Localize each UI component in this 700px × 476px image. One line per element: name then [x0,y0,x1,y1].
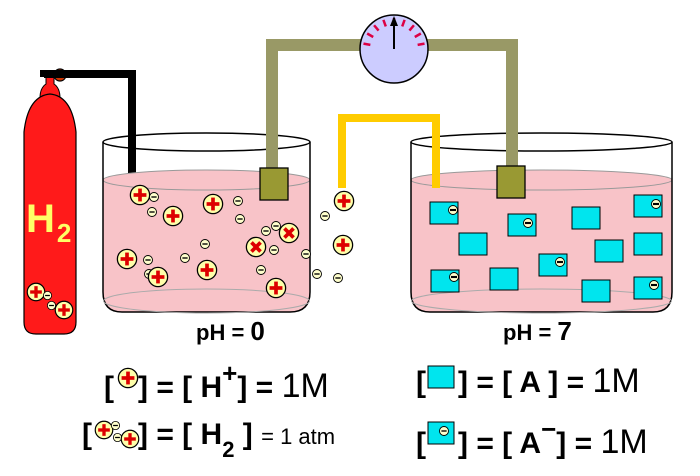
meter-tick [417,42,425,47]
gas-pipe [40,70,136,178]
electron [256,265,266,275]
h-plus-ion [202,193,224,215]
right-beaker [410,132,673,314]
meter-tick [408,24,415,32]
electron [312,269,322,279]
right-electrode [496,165,526,199]
h-plus-ion [265,277,287,299]
eq-h-plus: [] = [ H+] = 1M [104,358,329,405]
right-ph-label: pH = 7 [503,316,572,346]
left-electrode [259,167,289,201]
electron [143,255,153,265]
h-plus-ion [196,259,218,281]
legend-a-icon [427,365,455,389]
salt-bridge [338,114,440,188]
electron [301,249,311,259]
electron [180,253,190,263]
a-ion [458,232,488,256]
a-ion [594,239,624,263]
meter-tick [414,32,422,39]
eq-h2: [] = [ H2 ] = 1 atm [82,418,336,462]
legend-a-minus-icon [427,421,455,445]
right-particles [429,194,663,303]
eq-a-minus: [] = [ A−] = 1M [416,414,648,461]
wire-right [426,39,518,168]
voltmeter [359,14,429,84]
a-ion [571,206,601,230]
electron [233,196,243,206]
h-plus-ion-reacting [278,222,300,244]
cylinder-label: H2 [26,197,71,248]
h-plus-ion [162,205,184,227]
a-ion [633,232,663,256]
meter-tick [401,19,406,27]
a-ion [489,267,519,291]
h-plus-ion-reacting [245,236,267,258]
electron [261,226,271,236]
h-plus-ion [332,234,354,256]
electron [147,207,157,217]
electron [320,211,330,221]
electron [200,239,210,249]
meter-tick [366,32,374,39]
wire-left [266,39,362,170]
h-plus-ion [333,190,355,212]
meter-tick [382,19,387,27]
h-plus-ion [147,266,169,288]
eq-a: [] = [ A ] = 1M [416,362,640,400]
meter-tick [373,24,380,32]
a-ion [581,279,611,303]
electron [235,214,245,224]
meter-tick [363,42,371,47]
h-plus-ion [116,248,138,270]
left-ph-label: pH = 0 [196,316,265,346]
h-plus-ion [129,184,151,206]
electron [269,245,279,255]
electron [149,192,159,202]
electron [333,273,343,283]
electron [271,221,281,231]
